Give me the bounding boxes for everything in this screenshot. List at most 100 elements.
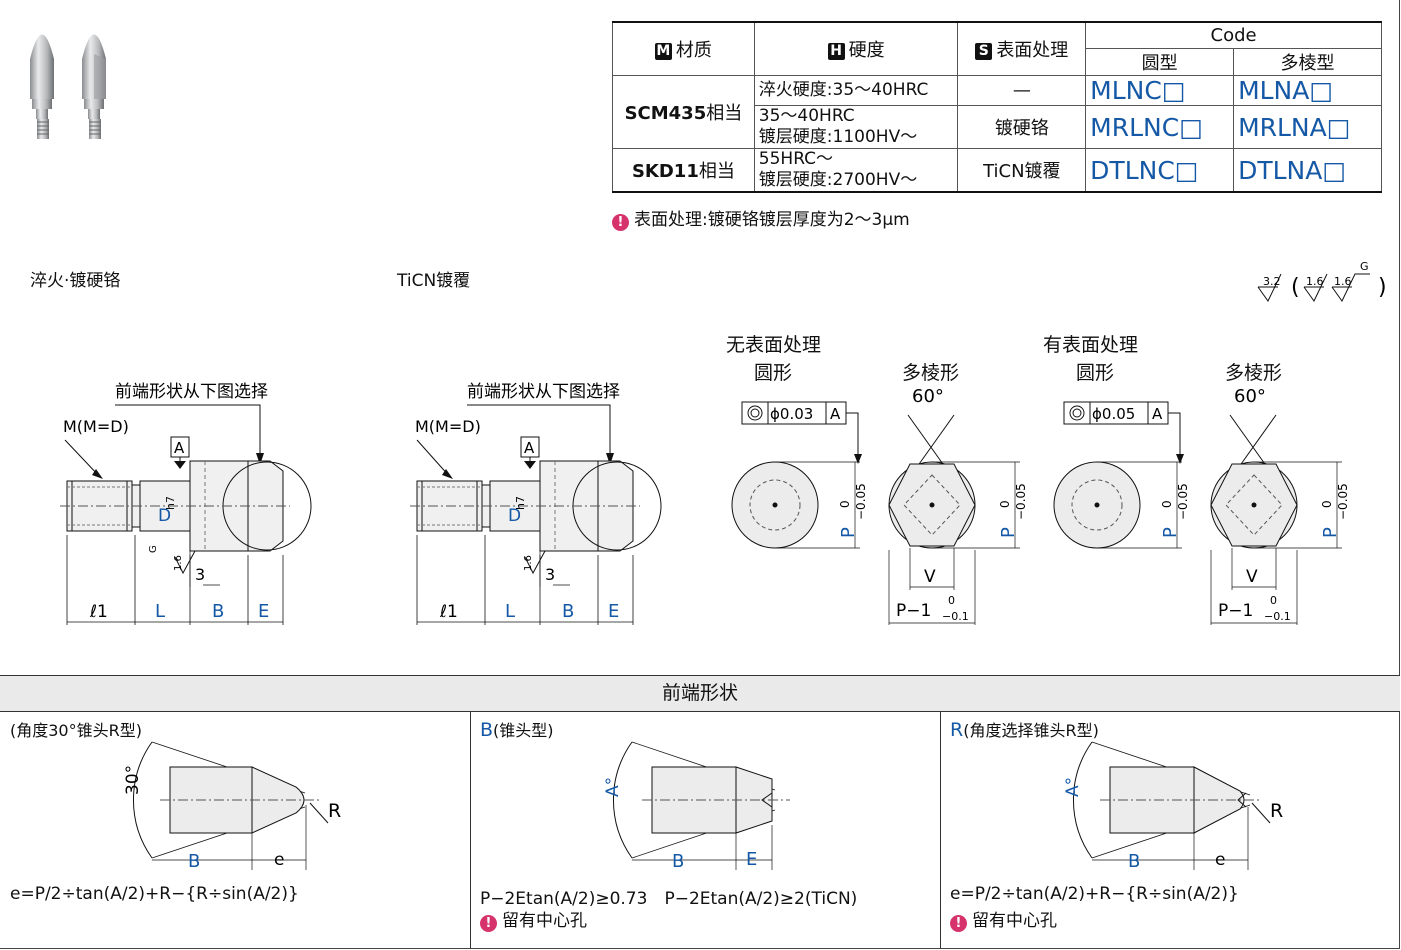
cross-section-no-surface: ϕ0.03 A P 0 −0.05 60° P 0 −0.05 V P−1 0 … xyxy=(731,386,1028,625)
pin-drawing-plated: 前端形状从下图选择 M(M=D) A D h7 G 1.6 3 ℓ1 L B E xyxy=(60,382,312,625)
pin-drawing-ticn: 前端形状从下图选择 M(M=D) A D h7 1.6 3 ℓ1 L B E xyxy=(410,382,662,625)
tip-diagram-angle-r: A° B e R xyxy=(1063,741,1283,872)
svg-text:前端形状从下图选择: 前端形状从下图选择 xyxy=(115,382,268,402)
surface-icon: S xyxy=(975,43,993,60)
roughness-symbol: 3.2 ( 1.6 1.6 G ) xyxy=(1257,260,1387,302)
with-surface-round-label: 圆形 xyxy=(1076,362,1115,384)
svg-text:A°: A° xyxy=(603,777,623,797)
svg-text:0: 0 xyxy=(998,500,1012,508)
svg-text:P: P xyxy=(1160,527,1181,538)
svg-text:3: 3 xyxy=(545,565,555,584)
surface-cell: 镀硬铬 xyxy=(957,105,1087,149)
svg-text:30°: 30° xyxy=(123,765,143,795)
svg-text:1.6: 1.6 xyxy=(1306,275,1324,288)
tip-diagram-cone: A° B E xyxy=(603,741,790,872)
svg-text:A: A xyxy=(174,439,185,457)
svg-text:B: B xyxy=(188,851,200,872)
svg-text:(: ( xyxy=(1291,275,1300,300)
code-cell: DTLNC□ xyxy=(1085,148,1235,193)
warning-icon: ! xyxy=(480,915,497,932)
svg-text:A: A xyxy=(830,405,841,423)
svg-text:−0.05: −0.05 xyxy=(854,483,868,520)
svg-text:ℓ1: ℓ1 xyxy=(439,602,458,622)
no-surface-round-label: 圆形 xyxy=(754,362,793,384)
tip-diagram-30r: 30° B e R xyxy=(123,741,341,872)
svg-text:e: e xyxy=(274,850,284,870)
left-section-label: 淬火·镀硬铬 xyxy=(30,271,121,291)
svg-text:E: E xyxy=(608,601,619,622)
svg-text:P−1: P−1 xyxy=(896,601,931,621)
divider xyxy=(940,711,941,949)
no-surface-title: 无表面处理 xyxy=(726,334,822,356)
svg-text:0: 0 xyxy=(1270,594,1277,607)
svg-text:E: E xyxy=(258,601,269,622)
with-surface-title: 有表面处理 xyxy=(1043,334,1139,356)
svg-text:ϕ0.03: ϕ0.03 xyxy=(770,405,813,423)
product-photo xyxy=(30,34,106,139)
svg-text:M(M=D): M(M=D) xyxy=(415,417,481,436)
svg-text:P: P xyxy=(838,527,859,538)
svg-text:0: 0 xyxy=(1160,500,1174,508)
svg-text:G: G xyxy=(1360,260,1369,273)
code-cell: MRLNA□ xyxy=(1233,105,1382,149)
hardness-cell: 淬火硬度:35〜40HRC xyxy=(753,75,959,106)
svg-text:G: G xyxy=(148,545,159,553)
code-cell: DTLNA□ xyxy=(1233,148,1382,193)
tip-formula: e=P/2÷tan(A/2)+R−{R÷sin(A/2)} xyxy=(10,884,299,904)
tip-shape-header: 前端形状 xyxy=(0,675,1400,712)
svg-text:1.6: 1.6 xyxy=(1334,275,1352,288)
tip-type-title: R(角度选择锥头R型) xyxy=(950,719,1099,741)
svg-text:60°: 60° xyxy=(1234,386,1266,407)
tip-note: !留有中心孔 xyxy=(950,906,1057,932)
svg-text:A°: A° xyxy=(1063,777,1083,797)
svg-text:V: V xyxy=(924,567,936,587)
code-header: Code xyxy=(1085,21,1382,49)
svg-text:1.6: 1.6 xyxy=(173,555,184,571)
svg-text:ϕ0.05: ϕ0.05 xyxy=(1092,405,1135,423)
polygon-pin-image xyxy=(82,34,106,139)
svg-text:e: e xyxy=(1215,850,1225,870)
tip-formula: P−2Etan(A/2)≥0.73 P−2Etan(A/2)≥2(TiCN) xyxy=(480,889,858,909)
hardness-icon: H xyxy=(827,43,845,60)
svg-text:A: A xyxy=(1152,405,1163,423)
svg-text:B: B xyxy=(212,601,224,622)
hardness-cell: 55HRC〜镀层硬度:2700HV〜 xyxy=(753,148,959,193)
surface-cell: — xyxy=(957,75,1087,106)
svg-text:A: A xyxy=(524,439,535,457)
svg-text:P: P xyxy=(998,527,1019,538)
code-cell: MLNA□ xyxy=(1233,75,1382,106)
svg-text:M(M=D): M(M=D) xyxy=(63,417,129,436)
svg-text:−0.1: −0.1 xyxy=(1264,610,1291,623)
poly-header: 多棱型 xyxy=(1233,48,1382,76)
tip-note: !留有中心孔 xyxy=(480,906,587,932)
svg-text:E: E xyxy=(746,849,757,870)
code-cell: MLNC□ xyxy=(1085,75,1235,106)
svg-text:V: V xyxy=(1246,567,1258,587)
round-pin-image xyxy=(30,34,54,139)
material-cell: SCM435相当 xyxy=(612,75,755,149)
svg-text:D: D xyxy=(158,506,171,526)
svg-text:0: 0 xyxy=(1320,500,1334,508)
svg-text:−0.1: −0.1 xyxy=(942,610,969,623)
svg-text:P−1: P−1 xyxy=(1218,601,1253,621)
svg-text:h7: h7 xyxy=(514,496,527,510)
svg-text:B: B xyxy=(562,601,574,622)
material-cell: SKD11相当 xyxy=(612,148,755,193)
material-icon: M xyxy=(654,43,672,60)
no-surface-poly-label: 多棱形 xyxy=(902,362,960,384)
svg-text:L: L xyxy=(505,601,515,622)
code-cell: MRLNC□ xyxy=(1085,105,1235,149)
svg-text:−0.05: −0.05 xyxy=(1336,483,1350,520)
tip-type-title: B(锥头型) xyxy=(480,719,554,741)
middle-section-label: TiCN镀覆 xyxy=(397,271,471,291)
svg-text:60°: 60° xyxy=(912,386,944,407)
divider xyxy=(470,711,471,949)
svg-text:h7: h7 xyxy=(164,496,177,510)
svg-text:B: B xyxy=(1128,851,1140,872)
svg-text:R: R xyxy=(328,800,341,822)
with-surface-poly-label: 多棱形 xyxy=(1225,362,1283,384)
